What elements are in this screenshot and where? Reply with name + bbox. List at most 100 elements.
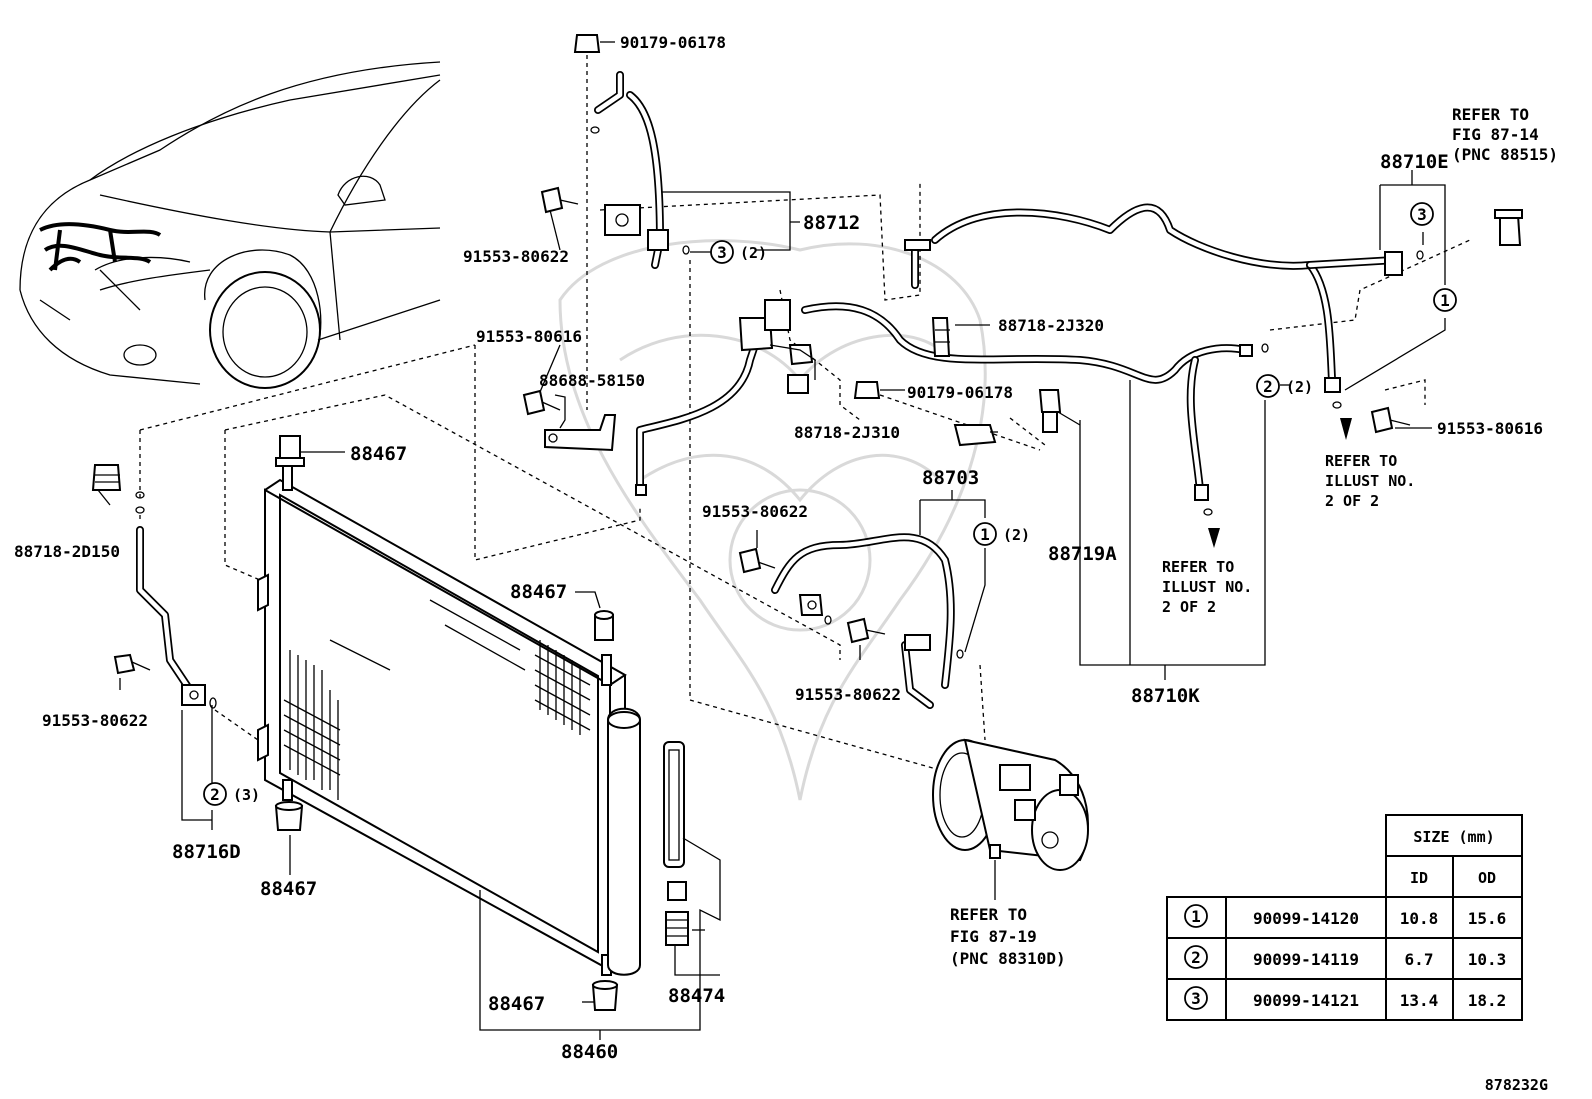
qty-88710K: (2)	[1286, 378, 1313, 396]
svg-text:ILLUST NO.: ILLUST NO.	[1162, 578, 1252, 596]
hose-88712[interactable]	[590, 71, 690, 269]
label-91553-80622-c[interactable]: 91553-80622	[702, 502, 808, 521]
table-header-od: OD	[1478, 869, 1496, 887]
table-row-ref: 3	[1191, 989, 1201, 1008]
valve-block[interactable]	[738, 299, 816, 394]
label-88718-2J310[interactable]: 88718-2J310	[794, 423, 900, 442]
sensor-88718-2J320[interactable]	[931, 317, 951, 357]
bolt-91553-80622-left[interactable]	[113, 653, 151, 675]
qty-hose: (2)	[740, 244, 767, 262]
compressor[interactable]	[932, 738, 1089, 871]
svg-text:REFER TO: REFER TO	[1452, 105, 1529, 124]
circ-2-88710K: 2	[1263, 377, 1273, 396]
label-91553-80622-d[interactable]: 91553-80622	[795, 685, 901, 704]
table-row-id: 10.8	[1400, 909, 1439, 928]
svg-text:2 OF 2: 2 OF 2	[1325, 492, 1379, 510]
svg-text:(PNC 88310D): (PNC 88310D)	[950, 949, 1066, 968]
label-88718-2J320[interactable]: 88718-2J320	[998, 316, 1104, 335]
size-table	[1166, 814, 1523, 1021]
note-refer-illust-right[interactable]: REFER TO ILLUST NO. 2 OF 2	[1325, 452, 1415, 510]
note-refer-illust-mid[interactable]: REFER TO ILLUST NO. 2 OF 2	[1162, 558, 1252, 616]
label-88474[interactable]: 88474	[668, 985, 725, 1007]
bolt-91553-80622-d[interactable]	[846, 617, 886, 644]
label-90179-06178-top[interactable]: 90179-06178	[620, 33, 726, 52]
label-88712[interactable]: 88712	[803, 212, 860, 234]
bolt-91553-80622-hose[interactable]	[540, 186, 579, 214]
nut-88718-2D150[interactable]	[91, 464, 122, 491]
bolt-91553-80616-b[interactable]	[1370, 406, 1411, 434]
bushing-88467-bot[interactable]	[591, 980, 619, 1011]
table-row-part[interactable]: 90099-14119	[1253, 950, 1359, 969]
arrow-icons	[1208, 418, 1352, 548]
label-90179-06178-mid[interactable]: 90179-06178	[907, 383, 1013, 402]
bracket-88688-58150[interactable]	[544, 414, 617, 452]
table-row-id: 13.4	[1400, 991, 1439, 1010]
label-88710K[interactable]: 88710K	[1131, 685, 1200, 707]
table-row-od: 15.6	[1468, 909, 1507, 928]
diagram-id: 878232G	[1485, 1076, 1548, 1094]
svg-text:ILLUST NO.: ILLUST NO.	[1325, 472, 1415, 490]
label-88467-mid[interactable]: 88467	[510, 581, 567, 603]
switch-88719A[interactable]	[1038, 389, 1062, 433]
circ-2-88716D: 2	[210, 785, 220, 804]
svg-text:REFER TO: REFER TO	[1162, 558, 1234, 576]
label-88467-top[interactable]: 88467	[350, 443, 407, 465]
condenser-88460[interactable]	[257, 459, 641, 976]
table-row-part[interactable]: 90099-14121	[1253, 991, 1359, 1010]
label-88467-bot[interactable]: 88467	[488, 993, 545, 1015]
watermark	[558, 239, 987, 801]
table-row-ref: 2	[1191, 948, 1201, 967]
table-header-size: SIZE (mm)	[1413, 828, 1494, 846]
label-91553-80616-b[interactable]: 91553-80616	[1437, 419, 1543, 438]
bushing-88467-top[interactable]	[275, 435, 305, 467]
table-row-ref: 1	[1191, 907, 1201, 926]
note-refer-fig-87-14[interactable]: REFER TO FIG 87-14 (PNC 88515)	[1452, 105, 1558, 164]
table-header-id: ID	[1410, 869, 1428, 887]
label-88718-2D150[interactable]: 88718-2D150	[14, 542, 120, 561]
vehicle-outline	[19, 61, 441, 389]
qty-88716D: (3)	[233, 786, 260, 804]
pipe-88716D[interactable]	[136, 526, 217, 709]
label-91553-80616-a[interactable]: 91553-80616	[476, 327, 582, 346]
nut-90179-06178-top[interactable]	[573, 34, 601, 53]
table-row-od: 18.2	[1468, 991, 1507, 1010]
filter-88474[interactable]	[663, 741, 689, 946]
svg-text:FIG 87-14: FIG 87-14	[1452, 125, 1539, 144]
table-row-part[interactable]: 90099-14120	[1253, 909, 1359, 928]
label-91553-80622-b[interactable]: 91553-80622	[42, 711, 148, 730]
label-88719A[interactable]: 88719A	[1048, 543, 1117, 565]
group-brackets	[97, 41, 1446, 1040]
leader-lines	[139, 55, 1471, 771]
hose-88703[interactable]	[771, 533, 964, 709]
label-91553-80622-a[interactable]: 91553-80622	[463, 247, 569, 266]
svg-text:(PNC 88515): (PNC 88515)	[1452, 145, 1558, 164]
circ-3-88710E: 3	[1417, 205, 1427, 224]
label-88467-bl[interactable]: 88467	[260, 878, 317, 900]
svg-text:REFER TO: REFER TO	[1325, 452, 1397, 470]
label-88688-58150[interactable]: 88688-58150	[539, 371, 645, 390]
label-88716D[interactable]: 88716D	[172, 841, 241, 863]
bolt-91553-80622-c[interactable]	[738, 547, 776, 574]
pipe-88710K[interactable]	[635, 203, 1424, 516]
bushing-88467-mid[interactable]	[594, 610, 614, 641]
circ-1-88703: 1	[980, 525, 990, 544]
svg-text:REFER TO: REFER TO	[950, 905, 1027, 924]
ref-circles	[203, 202, 1457, 806]
label-88710E[interactable]: 88710E	[1380, 151, 1449, 173]
table-row-od: 10.3	[1468, 950, 1507, 969]
sensor-88718-2J310[interactable]	[953, 424, 997, 447]
label-88460[interactable]: 88460	[561, 1041, 618, 1063]
table-row-id: 6.7	[1405, 950, 1434, 969]
bushing-88467-bl[interactable]	[274, 801, 304, 831]
svg-text:2 OF 2: 2 OF 2	[1162, 598, 1216, 616]
label-88703[interactable]: 88703	[922, 467, 979, 489]
circ-1-88710E: 1	[1440, 291, 1450, 310]
circ-3-hose: 3	[717, 243, 727, 262]
part-88515[interactable]	[1494, 209, 1523, 246]
bolt-91553-80616-a[interactable]	[522, 389, 561, 416]
note-refer-fig-87-19[interactable]: REFER TO FIG 87-19 (PNC 88310D)	[950, 905, 1066, 968]
qty-88703: (2)	[1003, 526, 1030, 544]
condenser-fins	[283, 599, 591, 800]
nut-90179-06178-mid[interactable]	[853, 381, 881, 399]
